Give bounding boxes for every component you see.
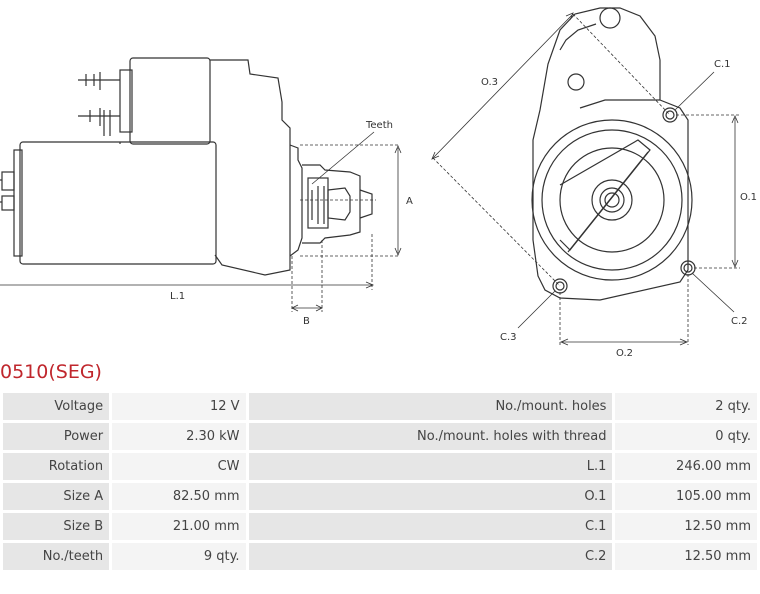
spec-value: 82.50 mm (112, 483, 246, 510)
spec-label: C.2 (248, 543, 613, 570)
spec-label: Rotation (3, 453, 110, 480)
spec-label: Power (3, 423, 110, 450)
table-row: Power 2.30 kW No./mount. holes with thre… (3, 423, 757, 450)
spec-table: Voltage 12 V No./mount. holes 2 qty. Pow… (0, 390, 760, 573)
dim-a-label: A (406, 196, 413, 207)
spec-label: No./mount. holes with thread (248, 423, 613, 450)
dim-b-label: B (303, 316, 310, 327)
spec-value: 2.30 kW (112, 423, 246, 450)
spec-value: 12 V (112, 393, 246, 420)
dim-l1-label: L.1 (170, 291, 185, 302)
spec-value: CW (112, 453, 246, 480)
spec-label: Size A (3, 483, 110, 510)
table-row: Size B 21.00 mm C.1 12.50 mm (3, 513, 757, 540)
spec-value: 12.50 mm (615, 513, 757, 540)
dim-c3-label: C.3 (500, 332, 517, 343)
spec-label: Voltage (3, 393, 110, 420)
table-row: Voltage 12 V No./mount. holes 2 qty. (3, 393, 757, 420)
teeth-label: Teeth (365, 120, 393, 131)
spec-value: 246.00 mm (615, 453, 757, 480)
side-view-dimensions (0, 131, 402, 312)
spec-label: O.1 (248, 483, 613, 510)
dim-c2-label: C.2 (731, 316, 748, 327)
spec-value: 105.00 mm (615, 483, 757, 510)
table-row: No./teeth 9 qty. C.2 12.50 mm (3, 543, 757, 570)
dim-o1-label: O.1 (740, 192, 757, 203)
spec-label: No./mount. holes (248, 393, 613, 420)
spec-label: C.1 (248, 513, 613, 540)
front-view (531, 7, 696, 301)
dim-o2-label: O.2 (616, 348, 633, 359)
spec-label: Size B (3, 513, 110, 540)
table-row: Size A 82.50 mm O.1 105.00 mm (3, 483, 757, 510)
starter-technical-drawing: Teeth A L.1 B O.3 C.1 O.1 C.2 C.3 O.2 (0, 7, 757, 359)
spec-value: 9 qty. (112, 543, 246, 570)
dim-o3-label: O.3 (481, 77, 498, 88)
front-view-dimensions (431, 12, 740, 346)
spec-value: 2 qty. (615, 393, 757, 420)
spec-value: 21.00 mm (112, 513, 246, 540)
part-title: 0510(SEG) (0, 361, 102, 383)
spec-value: 0 qty. (615, 423, 757, 450)
spec-value: 12.50 mm (615, 543, 757, 570)
side-view (0, 57, 376, 276)
spec-label: No./teeth (3, 543, 110, 570)
table-row: Rotation CW L.1 246.00 mm (3, 453, 757, 480)
dim-c1-label: C.1 (714, 59, 731, 70)
spec-label: L.1 (248, 453, 613, 480)
